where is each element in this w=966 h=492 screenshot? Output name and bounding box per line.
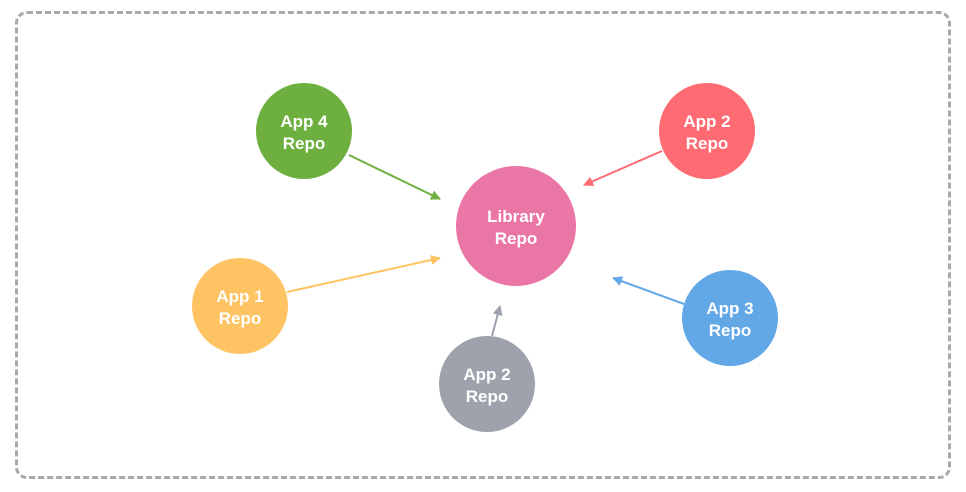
node-label-line1-app1: App 1 [216, 287, 263, 306]
arrow-app4-to-library [348, 154, 441, 200]
node-label-line2-app2-top: Repo [686, 134, 729, 153]
node-app2-top: App 2 Repo [659, 83, 755, 179]
node-circle-app2-bottom [439, 336, 535, 432]
node-label-line2-app2-bottom: Repo [466, 387, 509, 406]
node-app3: App 3 Repo [682, 270, 778, 366]
node-app2-bottom: App 2 Repo [439, 336, 535, 432]
node-app1: App 1 Repo [192, 258, 288, 354]
node-circle-app2-top [659, 83, 755, 179]
node-label-line1-app3: App 3 [706, 299, 753, 318]
node-label-line1-app2-top: App 2 [683, 112, 730, 131]
node-circle-app4 [256, 83, 352, 179]
node-circle-library [456, 166, 576, 286]
node-circle-app3 [682, 270, 778, 366]
node-label-line2-app3: Repo [709, 321, 752, 340]
node-app4: App 4 Repo [256, 83, 352, 179]
arrow-app2-top-to-library [583, 150, 663, 186]
dashed-frame [15, 11, 951, 479]
node-label-line2-app4: Repo [283, 134, 326, 153]
arrow-app1-to-library [286, 255, 441, 293]
node-label-line1-library: Library [487, 207, 545, 226]
node-label-line1-app2-bottom: App 2 [463, 365, 510, 384]
node-circle-app1 [192, 258, 288, 354]
node-label-line2-library: Repo [495, 229, 538, 248]
arrow-app3-to-library [612, 276, 685, 305]
arrow-app2-bottom-to-library [491, 305, 503, 337]
node-label-line1-app4: App 4 [280, 112, 328, 131]
node-label-line2-app1: Repo [219, 309, 262, 328]
edge-layer [286, 150, 685, 337]
